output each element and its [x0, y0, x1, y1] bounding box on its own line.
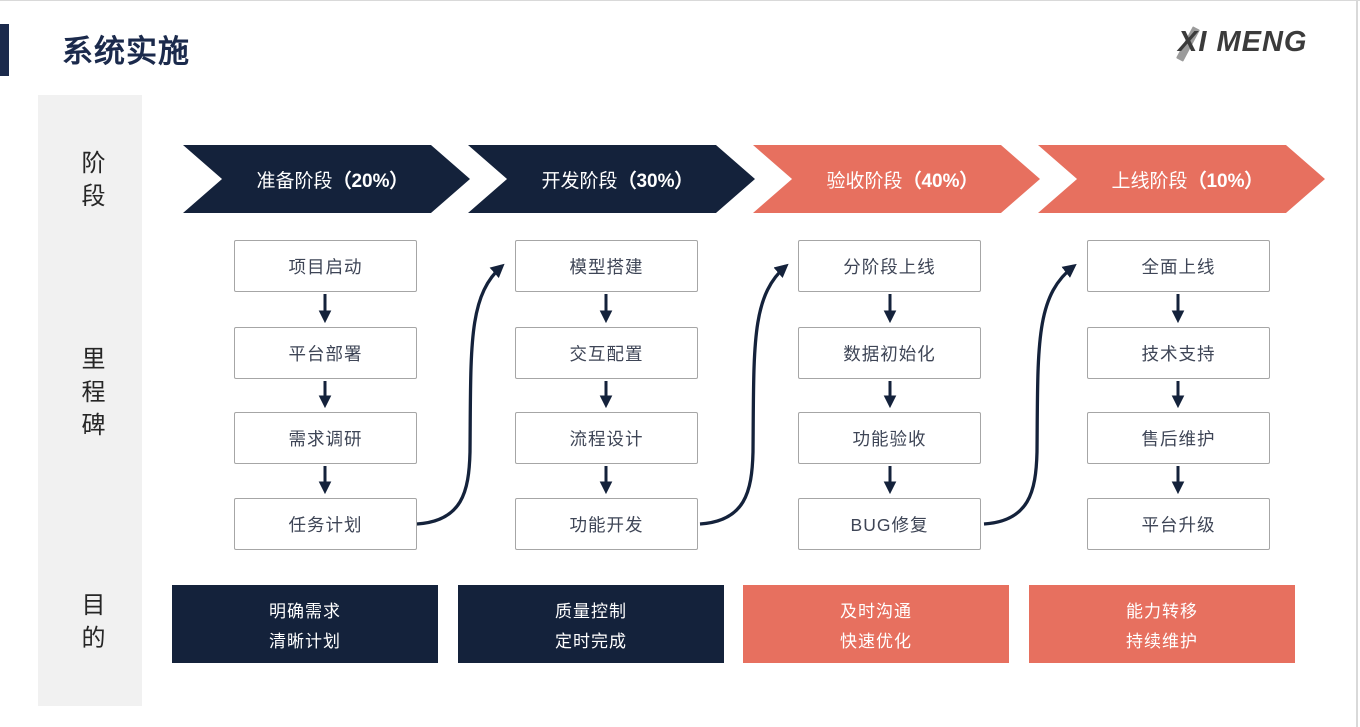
milestone-box: 功能开发 — [515, 498, 698, 550]
phase3-to-phase4-arrow — [983, 263, 1077, 526]
top-edge-line — [0, 0, 1360, 1]
phase-name: 上线阶段 — [1111, 170, 1188, 192]
milestone-box: 交互配置 — [515, 327, 698, 379]
phase1-to-phase2-arrow — [416, 263, 505, 526]
purpose-line: 质量控制 — [555, 601, 627, 621]
purpose-box-launch: 能力转移 持续维护 — [1029, 585, 1295, 663]
phase2-to-phase3-arrow — [699, 263, 789, 526]
milestone-box: 流程设计 — [515, 412, 698, 464]
phase-percent: （40%） — [902, 170, 979, 192]
row-label-phase: 阶段 — [77, 150, 104, 216]
right-edge-line — [1356, 0, 1358, 727]
purpose-line: 能力转移 — [1126, 601, 1198, 621]
phase-header-acceptance: 验收阶段（40%） — [753, 145, 1040, 213]
purpose-box-preparation: 明确需求 清晰计划 — [172, 585, 438, 663]
purpose-line: 及时沟通 — [840, 601, 912, 621]
milestone-box: 任务计划 — [234, 498, 417, 550]
phase-percent: （30%） — [617, 170, 694, 192]
row-label-purpose: 目的 — [77, 592, 104, 658]
phase-header-preparation: 准备阶段（20%） — [183, 145, 470, 213]
milestone-box: 平台部署 — [234, 327, 417, 379]
purpose-line: 明确需求 — [269, 601, 341, 621]
logo-text: XI MENG — [1178, 26, 1308, 58]
milestone-box: 售后维护 — [1087, 412, 1270, 464]
phase-name: 准备阶段 — [256, 170, 333, 192]
page-title: 系统实施 — [62, 34, 190, 69]
purpose-line: 清晰计划 — [269, 631, 341, 651]
purpose-line: 快速优化 — [840, 631, 912, 651]
milestone-box: 数据初始化 — [798, 327, 981, 379]
phase-header-launch: 上线阶段（10%） — [1038, 145, 1325, 213]
purpose-line: 持续维护 — [1126, 631, 1198, 651]
milestone-box: 技术支持 — [1087, 327, 1270, 379]
milestone-box: 全面上线 — [1087, 240, 1270, 292]
phase-header-development: 开发阶段（30%） — [468, 145, 755, 213]
purpose-line: 定时完成 — [555, 631, 627, 651]
phase-name: 验收阶段 — [826, 170, 903, 192]
milestone-box: 分阶段上线 — [798, 240, 981, 292]
milestone-box: BUG修复 — [798, 498, 981, 550]
phase-percent: （20%） — [332, 170, 409, 192]
phase-percent: （10%） — [1187, 170, 1264, 192]
milestone-box: 模型搭建 — [515, 240, 698, 292]
ximeng-logo: XI MENG — [1176, 24, 1338, 64]
row-label-milestone: 里程碑 — [77, 346, 104, 445]
purpose-box-acceptance: 及时沟通 快速优化 — [743, 585, 1009, 663]
milestone-box: 功能验收 — [798, 412, 981, 464]
milestone-box: 需求调研 — [234, 412, 417, 464]
purpose-box-development: 质量控制 定时完成 — [458, 585, 724, 663]
milestone-box: 平台升级 — [1087, 498, 1270, 550]
phase-name: 开发阶段 — [541, 170, 618, 192]
title-accent-bar — [0, 24, 9, 76]
milestone-box: 项目启动 — [234, 240, 417, 292]
row-label-rail — [38, 95, 142, 706]
